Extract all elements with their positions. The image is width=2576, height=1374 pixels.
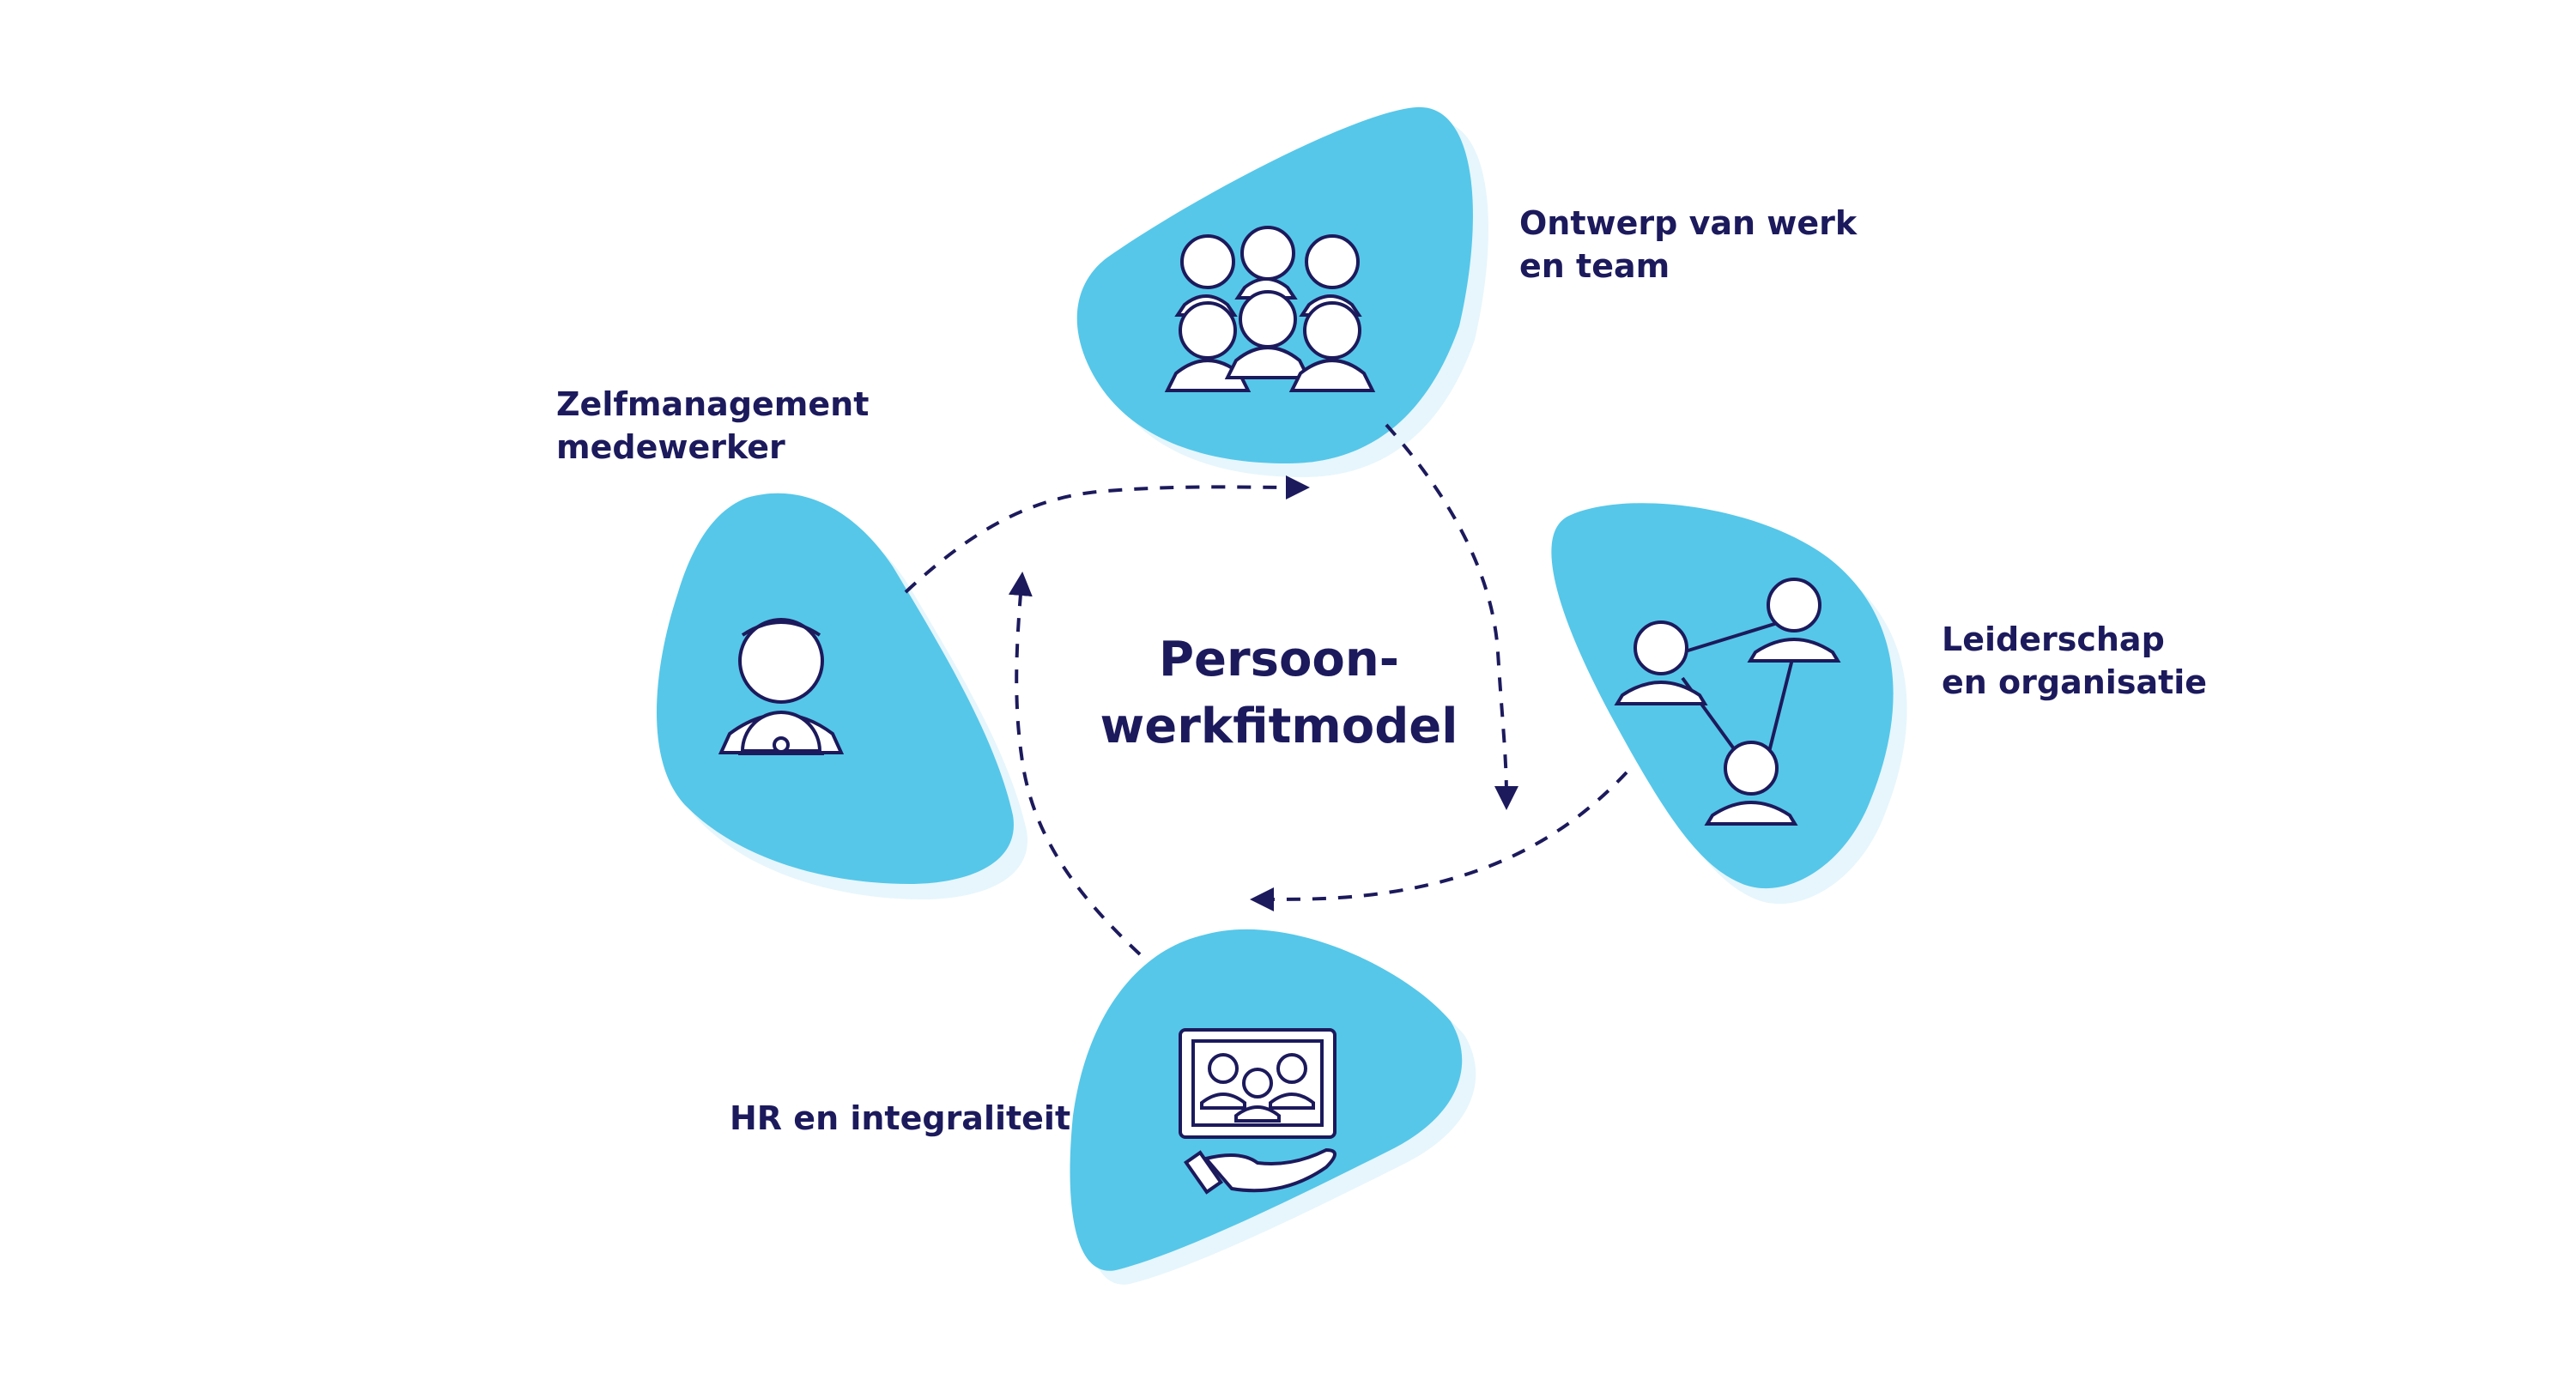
label-right-line2: en organisatie — [1942, 663, 2208, 701]
node-right — [1551, 503, 1907, 905]
arrow-right-to-bottom — [1250, 771, 1628, 911]
label-left: Zelfmanagement medewerker — [556, 383, 869, 469]
person-steering-wheel-icon — [718, 618, 845, 755]
label-top-line2: en team — [1519, 247, 1670, 285]
label-top: Ontwerp van werk en team — [1519, 202, 1857, 288]
arrow-top-to-right — [1385, 423, 1518, 810]
network-people-icon — [1614, 578, 1841, 826]
hr-screen-hand-icon — [1179, 1028, 1336, 1195]
cycle-arrows — [904, 423, 1628, 956]
label-bottom: HR en integraliteit — [730, 1097, 1070, 1140]
node-bottom — [1070, 929, 1476, 1285]
node-left — [657, 493, 1027, 899]
blob — [657, 493, 1014, 884]
center-title-line1: Persoon- — [1158, 632, 1400, 687]
center-title: Persoon- werkfitmodel — [1021, 626, 1537, 760]
label-left-line1: Zelfmanagement — [556, 385, 870, 423]
label-bottom-line1: HR en integraliteit — [730, 1099, 1071, 1137]
node-top — [1076, 106, 1488, 478]
arrow-left-to-top — [904, 475, 1310, 594]
blob — [1551, 503, 1894, 889]
label-right-line1: Leiderschap — [1942, 620, 2165, 658]
label-top-line1: Ontwerp van werk — [1519, 204, 1858, 242]
center-title-line2: werkfitmodel — [1100, 699, 1458, 754]
arrow-bottom-to-left — [1008, 572, 1142, 956]
team-group-icon — [1164, 226, 1376, 392]
label-left-line2: medewerker — [556, 428, 785, 466]
label-right: Leiderschap en organisatie — [1942, 618, 2207, 704]
